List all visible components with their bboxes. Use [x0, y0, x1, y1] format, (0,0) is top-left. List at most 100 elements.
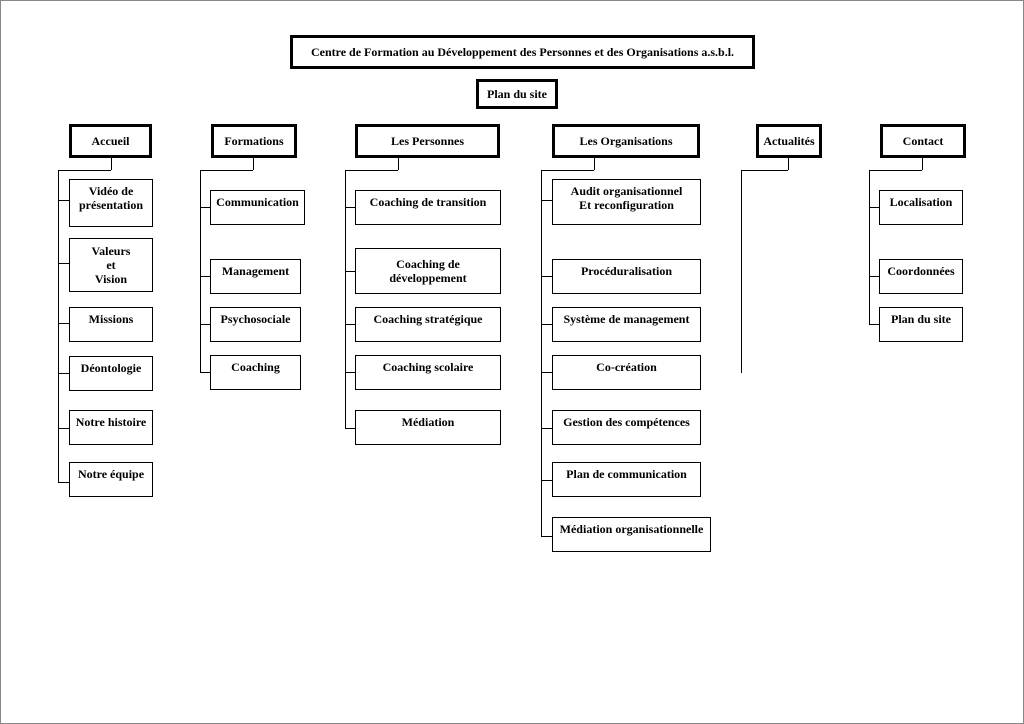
connector — [345, 207, 355, 208]
connector — [741, 170, 788, 171]
section-label: Les Personnes — [391, 134, 464, 148]
section-formations[interactable]: Formations — [211, 124, 297, 158]
sitemap-link[interactable]: Coaching scolaire — [355, 355, 501, 390]
link-label: Audit organisationnel Et reconfiguration — [570, 184, 683, 212]
link-label: Plan du site — [890, 312, 951, 326]
connector — [345, 428, 355, 429]
link-label: Procéduralisation — [580, 264, 673, 278]
connector — [594, 158, 595, 170]
section-actualites[interactable]: Actualités — [756, 124, 822, 158]
sitemap-link[interactable]: Médiation organisationnelle — [552, 517, 711, 552]
site-title-text: Centre de Formation au Développement des… — [310, 45, 735, 59]
section-contact[interactable]: Contact — [880, 124, 966, 158]
connector — [58, 373, 69, 374]
section-les-personnes[interactable]: Les Personnes — [355, 124, 500, 158]
sitemap-title-text: Plan du site — [486, 87, 547, 101]
sitemap-link[interactable]: Communication — [210, 190, 305, 225]
sitemap-link[interactable]: Coaching stratégique — [355, 307, 501, 342]
link-label: Déontologie — [80, 361, 142, 375]
connector — [541, 200, 552, 201]
link-label: Médiation — [401, 415, 455, 429]
section-label: Accueil — [91, 134, 130, 148]
connector — [922, 158, 923, 170]
link-label: Coaching — [231, 360, 280, 374]
connector — [345, 324, 355, 325]
sitemap-title: Plan du site — [476, 79, 558, 109]
section-accueil[interactable]: Accueil — [69, 124, 152, 158]
section-les-organisations[interactable]: Les Organisations — [552, 124, 700, 158]
connector — [200, 276, 210, 277]
link-label: Gestion des compétences — [563, 415, 690, 429]
connector — [541, 170, 594, 171]
link-label: Localisation — [889, 195, 953, 209]
sitemap-link[interactable]: Vidéo de présentation — [69, 179, 153, 227]
connector — [788, 158, 789, 170]
link-label: Médiation organisationnelle — [559, 522, 704, 536]
sitemap-link[interactable]: Système de management — [552, 307, 701, 342]
sitemap-link[interactable]: Gestion des compétences — [552, 410, 701, 445]
sitemap-link[interactable]: Coordonnées — [879, 259, 963, 294]
link-label: Psychosociale — [220, 312, 291, 326]
site-title: Centre de Formation au Développement des… — [290, 35, 755, 69]
sitemap-link[interactable]: Notre histoire — [69, 410, 153, 445]
connector — [398, 158, 399, 170]
connector — [58, 482, 69, 483]
link-label: Plan de communication — [566, 467, 687, 481]
sitemap-link[interactable]: Plan de communication — [552, 462, 701, 497]
sitemap-link[interactable]: Management — [210, 259, 301, 294]
link-label: Système de management — [563, 312, 690, 326]
connector — [345, 170, 398, 171]
connector — [58, 263, 69, 264]
connector — [111, 158, 112, 170]
link-label: Co-création — [596, 360, 657, 374]
connector — [58, 200, 69, 201]
connector — [541, 428, 552, 429]
sitemap-link[interactable]: Missions — [69, 307, 153, 342]
sitemap-link[interactable]: Psychosociale — [210, 307, 301, 342]
sitemap-link[interactable]: Médiation — [355, 410, 501, 445]
connector — [869, 276, 879, 277]
link-label: Coordonnées — [887, 264, 955, 278]
connector — [541, 324, 552, 325]
connector — [541, 536, 552, 537]
connector — [200, 207, 210, 208]
connector — [200, 324, 210, 325]
link-label: Valeurs et Vision — [91, 244, 131, 286]
link-label: Coaching scolaire — [382, 360, 474, 374]
connector — [741, 170, 742, 373]
connector — [541, 276, 552, 277]
connector — [345, 271, 355, 272]
link-label: Notre équipe — [77, 467, 145, 481]
connector — [869, 324, 879, 325]
connector — [869, 170, 870, 324]
link-label: Coaching de développement — [389, 257, 467, 285]
sitemap-link[interactable]: Plan du site — [879, 307, 963, 342]
sitemap-link[interactable]: Localisation — [879, 190, 963, 225]
link-label: Vidéo de présentation — [79, 184, 143, 212]
section-label: Actualités — [763, 134, 815, 148]
sitemap-link[interactable]: Notre équipe — [69, 462, 153, 497]
connector — [58, 170, 111, 171]
connector — [200, 372, 210, 373]
sitemap-link[interactable]: Coaching de développement — [355, 248, 501, 294]
connector — [345, 170, 346, 428]
connector — [253, 158, 254, 170]
connector — [58, 323, 69, 324]
connector — [200, 170, 253, 171]
sitemap-link[interactable]: Coaching — [210, 355, 301, 390]
section-label: Contact — [902, 134, 944, 148]
sitemap-link[interactable]: Procéduralisation — [552, 259, 701, 294]
link-label: Management — [221, 264, 290, 278]
sitemap-link[interactable]: Co-création — [552, 355, 701, 390]
sitemap-link[interactable]: Déontologie — [69, 356, 153, 391]
section-label: Les Organisations — [579, 134, 673, 148]
sitemap-link[interactable]: Coaching de transition — [355, 190, 501, 225]
link-label: Communication — [216, 195, 299, 209]
connector — [200, 170, 201, 372]
link-label: Missions — [88, 312, 134, 326]
sitemap-link[interactable]: Audit organisationnel Et reconfiguration — [552, 179, 701, 225]
link-label: Coaching stratégique — [373, 312, 483, 326]
link-label: Coaching de transition — [369, 195, 487, 209]
connector — [58, 428, 69, 429]
sitemap-link[interactable]: Valeurs et Vision — [69, 238, 153, 292]
